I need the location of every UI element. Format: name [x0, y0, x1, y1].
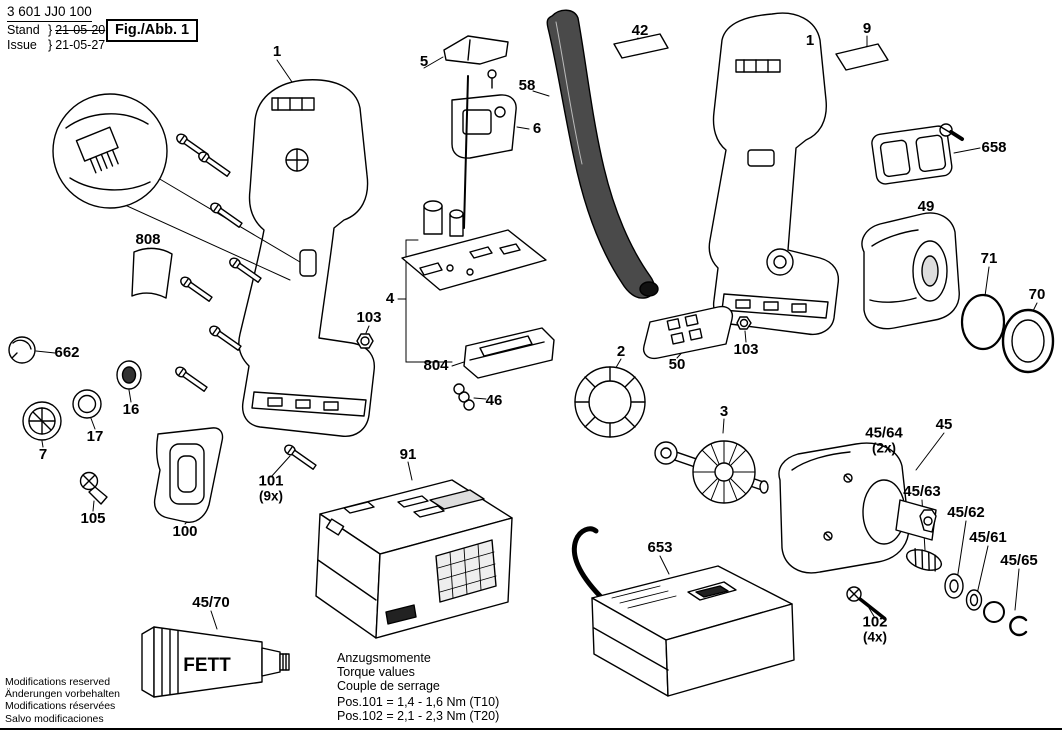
part-label-45-65: 45/65: [1000, 551, 1038, 569]
part-label-100: 100: [172, 522, 198, 540]
part-label-3: 3: [719, 402, 729, 420]
screw-105: [79, 471, 108, 505]
part-label-105: 105: [80, 509, 106, 527]
battery-91: [315, 479, 513, 639]
part-label-103: 103: [356, 308, 382, 326]
part-label-17: 17: [86, 427, 104, 445]
part-label-45-64: 45/64(2x): [865, 424, 903, 456]
torque-value: Pos.102 = 2,1 - 2,3 Nm (T20): [337, 709, 500, 723]
part-label-102: 102(4x): [862, 613, 888, 645]
part-label-1: 1: [272, 42, 282, 60]
plate-42: [613, 33, 669, 59]
part-label-7: 7: [38, 445, 48, 463]
grease-tube-45-70: FETT: [141, 626, 290, 698]
clip-5: [443, 35, 509, 89]
part-label-46: 46: [485, 391, 503, 409]
part-label-58: 58: [518, 76, 536, 94]
part-label-804: 804: [423, 356, 449, 374]
magnifier-detail: [52, 93, 301, 281]
note-line: Änderungen vorbehalten: [5, 687, 121, 700]
part-label-1: 1: [805, 31, 815, 49]
torque-value: Pos.101 = 1,4 - 1,6 Nm (T10): [337, 695, 500, 709]
part-label-653: 653: [647, 538, 673, 556]
part-label-45-63: 45/63: [903, 482, 941, 500]
part-label-101: 101(9x): [258, 472, 284, 504]
modification-notes: Modifications reserved Änderungen vorbeh…: [5, 676, 120, 726]
torque-title: Torque values: [337, 665, 415, 679]
part-label-45: 45: [935, 415, 953, 433]
part-label-45-61: 45/61: [969, 528, 1007, 546]
grease-tube-text: FETT: [183, 655, 231, 676]
stand-label: Stand: [7, 22, 40, 37]
bracket-804: [463, 327, 555, 379]
rotor-3: [654, 440, 769, 504]
part-label-103: 103: [733, 340, 759, 358]
belt-clip-100: [153, 427, 224, 523]
stator-2: [574, 366, 646, 438]
part-label-70: 70: [1028, 285, 1046, 303]
keypad-50: [642, 305, 734, 360]
sheet-808: [131, 247, 173, 299]
part-label-50: 50: [668, 355, 686, 373]
part-label-71: 71: [980, 249, 998, 267]
cap-662: [8, 336, 36, 364]
plate-9: [835, 43, 889, 71]
torque-title: Couple de serrage: [337, 679, 440, 693]
issue-brace: }: [48, 37, 53, 52]
part-label-45-62: 45/62: [947, 503, 985, 521]
leader-lines: [35, 35, 1038, 630]
housing-right-shell: [708, 12, 840, 336]
charger-653: [571, 526, 795, 697]
note-line: Salvo modificaciones: [5, 712, 104, 725]
note-line: Modifications reserved: [5, 675, 111, 688]
part-label-9: 9: [862, 19, 872, 37]
stand-brace: }: [48, 22, 53, 37]
part-label-4: 4: [385, 289, 395, 307]
torque-table: Anzugsmomente Torque values Couple de se…: [337, 651, 499, 723]
pcb-module-4: [401, 200, 547, 291]
figure-label: Fig./Abb. 1: [106, 19, 199, 42]
gearbox-45: [778, 442, 937, 574]
note-line: Modifications réservées: [5, 700, 116, 713]
cap-7: [22, 401, 62, 441]
o-ring-71: [960, 293, 1006, 351]
part-label-808: 808: [135, 230, 161, 248]
switch-module-6: [451, 75, 517, 229]
issue-date: 21-05-27: [55, 37, 106, 52]
issue-label: Issue: [7, 37, 37, 52]
part-label-2: 2: [616, 342, 626, 360]
part-label-658: 658: [981, 138, 1007, 156]
part-label-49: 49: [917, 197, 935, 215]
part-label-16: 16: [122, 400, 140, 418]
button-16: [116, 360, 142, 390]
housing-left-shell: [238, 79, 376, 437]
ring-70: [1001, 308, 1055, 374]
issue-row: Issue } 21-05-27: [7, 38, 105, 52]
gearbox-small-parts: [905, 547, 1028, 637]
torque-title: Anzugsmomente: [337, 651, 431, 665]
document-number: 3 601 JJ0 100: [7, 4, 92, 22]
part-label-42: 42: [631, 21, 649, 39]
stand-date: 21-05-20: [55, 22, 106, 37]
title-block: 3 601 JJ0 100 Stand } 21-05-20 Issue } 2…: [7, 4, 105, 52]
screws-101: [175, 133, 317, 470]
part-label-45-70: 45/70: [192, 593, 230, 611]
ring-17: [72, 389, 102, 419]
motor-cap-49: [861, 212, 960, 330]
bracket-658: [871, 123, 964, 185]
screw-102: [846, 586, 886, 620]
part-label-91: 91: [399, 445, 417, 463]
stand-row: Stand } 21-05-20: [7, 23, 105, 37]
nut-103-left: [356, 333, 374, 349]
part-label-662: 662: [54, 343, 80, 361]
nut-103-right: [736, 316, 752, 330]
part-label-5: 5: [419, 52, 429, 70]
spring-46: [453, 383, 475, 411]
part-label-6: 6: [532, 119, 542, 137]
strap-58: [546, 9, 659, 299]
